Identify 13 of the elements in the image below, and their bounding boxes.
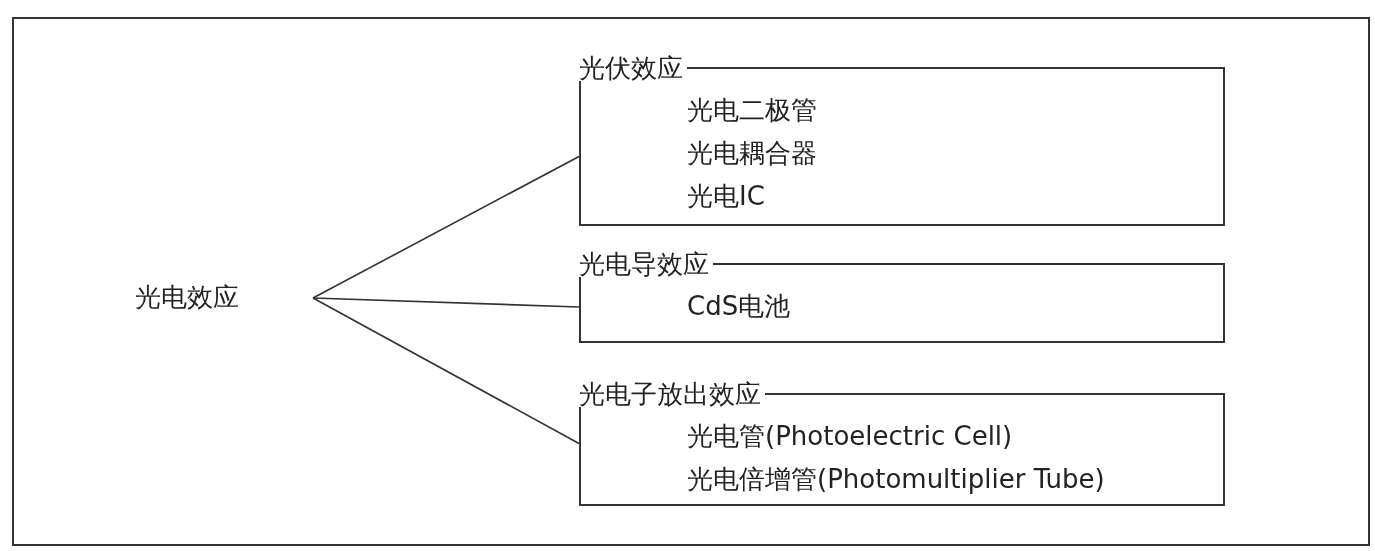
category-heading: 光伏效应 <box>577 55 687 81</box>
list-item: 光电管(Photoelectric Cell) <box>687 423 1013 449</box>
list-item: CdS电池 <box>687 293 791 319</box>
list-item: 光电耦合器 <box>687 140 817 166</box>
category-heading: 光电子放出效应 <box>577 381 765 407</box>
list-item: 光电倍增管(Photomultiplier Tube) <box>687 466 1105 492</box>
root-label: 光电效应 <box>135 284 239 310</box>
category-heading: 光电导效应 <box>577 251 713 277</box>
connector-line <box>312 297 580 445</box>
list-item: 光电IC <box>687 183 765 209</box>
connector-line <box>312 155 580 299</box>
connector-line <box>312 297 580 308</box>
list-item: 光电二极管 <box>687 97 817 123</box>
